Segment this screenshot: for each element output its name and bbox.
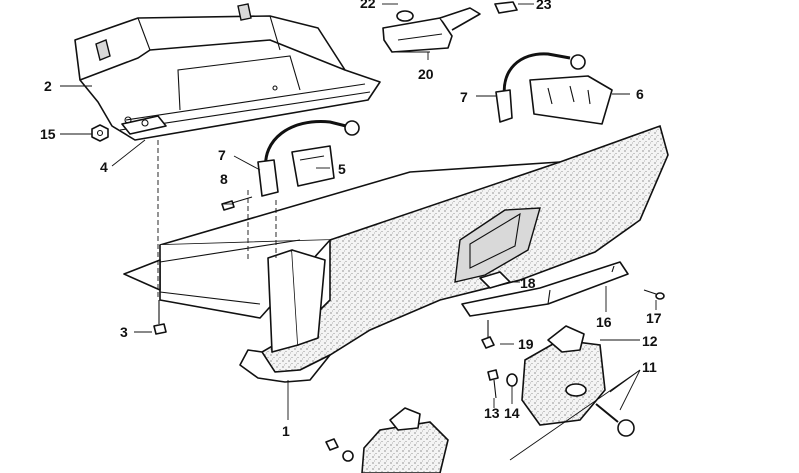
screw-13-part [487, 369, 499, 399]
callout-17: 17 [646, 310, 662, 326]
latch-handle-lower-part [325, 407, 449, 473]
screw-19-part [481, 320, 495, 349]
callout-13: 13 [484, 405, 500, 421]
callout-19: 19 [518, 336, 534, 352]
latch-handle-part [521, 325, 606, 426]
leader-lines [60, 3, 657, 461]
nut-part [91, 124, 109, 142]
callout-18: 18 [520, 275, 536, 291]
callout-4: 4 [100, 159, 108, 175]
upper-bracket-part [74, 3, 381, 141]
mounting-plate-part [121, 115, 167, 135]
screw-8-part [221, 196, 253, 211]
callout-20: 20 [418, 66, 434, 82]
callout-15: 15 [40, 126, 56, 142]
callout-14: 14 [504, 405, 520, 421]
callout-8: 8 [220, 171, 228, 187]
callout-22: 22 [360, 0, 376, 11]
washer-14-part [506, 373, 518, 387]
strap-bracket-right-part [529, 75, 613, 125]
callout-7b: 7 [218, 147, 226, 163]
key-part [595, 403, 635, 437]
callout-12: 12 [642, 333, 658, 349]
callout-6: 6 [636, 86, 644, 102]
screw-17-part [643, 289, 665, 300]
callout-7a: 7 [460, 89, 468, 105]
screw-3-part [153, 300, 167, 335]
callout-23: 23 [536, 0, 552, 12]
callout-1: 1 [282, 423, 290, 439]
callout-2: 2 [44, 78, 52, 94]
callout-labels: 1 2 3 4 5 6 7 7 8 11 12 13 14 15 16 17 1… [40, 0, 662, 439]
check-strap-upper-part [495, 52, 586, 123]
lock-mechanism-part [382, 1, 518, 53]
strap-bracket-left-part [291, 145, 335, 187]
callout-5: 5 [338, 161, 346, 177]
callout-3: 3 [120, 324, 128, 340]
callout-11: 11 [642, 359, 657, 375]
callout-16: 16 [596, 314, 612, 330]
glove-box-part [123, 124, 669, 383]
check-strap-lower-part [257, 120, 360, 197]
support-rail-part [461, 261, 629, 317]
